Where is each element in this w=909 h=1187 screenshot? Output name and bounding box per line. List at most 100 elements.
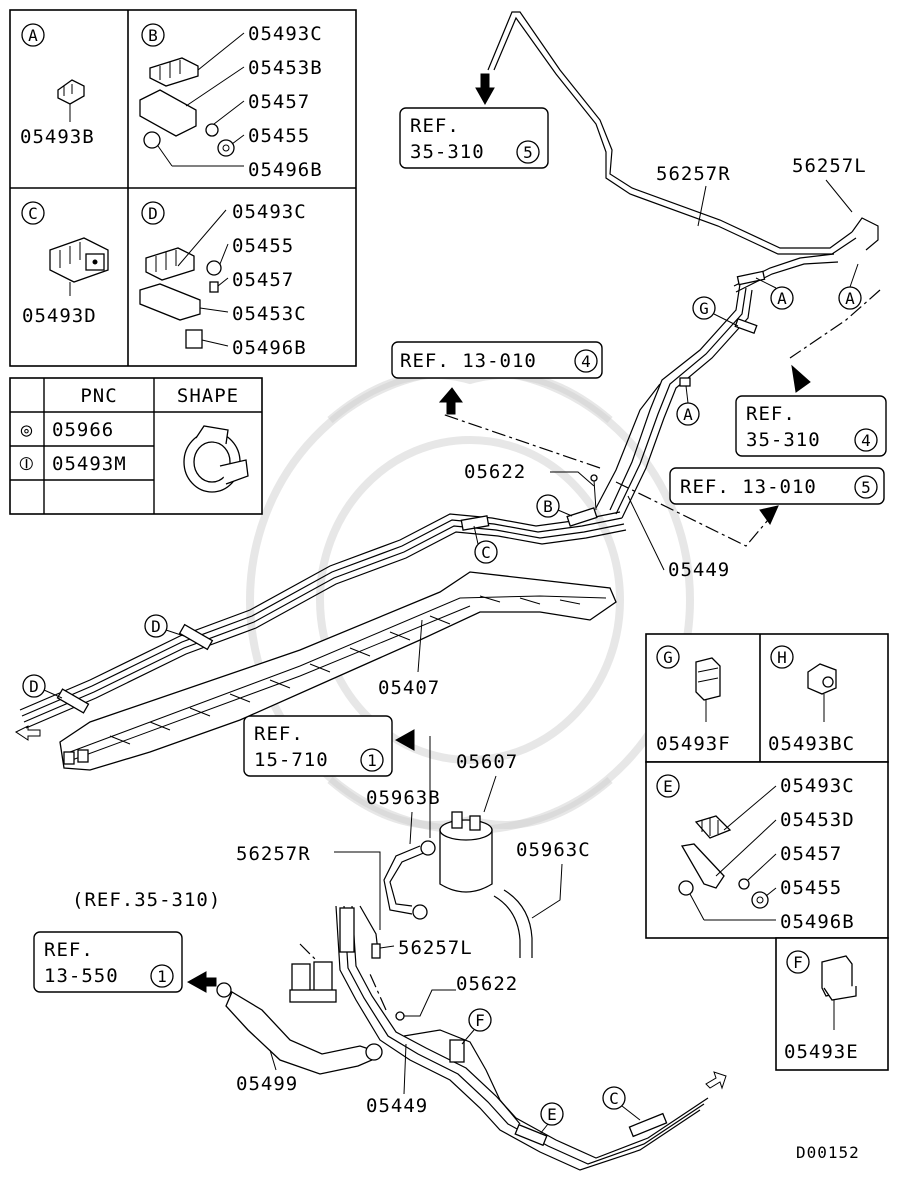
- panel-d-part-3: 05457: [232, 269, 294, 291]
- label-05607: 05607: [456, 751, 518, 773]
- marker-g: G: [699, 299, 709, 318]
- panel-g: G 05493F: [656, 645, 731, 755]
- part-labels: 56257R 56257L 05622 05449 05407 05607 05…: [236, 155, 867, 1117]
- panel-a: A 05493B: [20, 23, 95, 148]
- marker-a3: A: [683, 405, 693, 424]
- svg-text:REF.: REF.: [44, 939, 94, 961]
- panel-c-letter: C: [28, 204, 38, 223]
- svg-text:5: 5: [861, 478, 871, 497]
- svg-text:REF.: REF.: [746, 403, 796, 425]
- panel-d-part-2: 05455: [232, 235, 294, 257]
- label-05407: 05407: [378, 677, 440, 699]
- panel-b-part-2: 05453B: [248, 57, 323, 79]
- ref-13-010-5: REF. 13-010 5: [669, 467, 885, 505]
- label-05622-bottom: 05622: [456, 973, 518, 995]
- panel-d: D 05493C 05455 05457 05453C 05496B: [139, 201, 307, 359]
- ref-15-710-1: REF. 15-710 1: [243, 715, 393, 777]
- svg-text:REF. 13-010: REF. 13-010: [400, 350, 537, 372]
- marker-c-bottom: C: [609, 1089, 619, 1108]
- svg-text:5: 5: [523, 143, 533, 162]
- svg-text:1: 1: [367, 751, 377, 770]
- canister-05607: [383, 736, 533, 958]
- pnc-table: PNC SHAPE ◎ 05966 ⦶ 05493M: [9, 377, 263, 515]
- pnc-row-2-symbol: ⦶: [20, 453, 35, 475]
- panel-b: B 05493C 05453B 05457 05455 05496B: [139, 23, 323, 181]
- svg-text:13-550: 13-550: [44, 965, 119, 987]
- clip-markers: A A A G B C D D F E C: [22, 263, 862, 1135]
- panel-g-letter: G: [663, 648, 673, 667]
- panel-e-part-1: 05493C: [780, 775, 855, 797]
- marker-a2: A: [845, 289, 855, 308]
- upper-pipe-route: [19, 11, 879, 729]
- svg-text:REF. 13-010: REF. 13-010: [680, 476, 817, 498]
- panel-h-part-1: 05493BC: [768, 733, 855, 755]
- svg-text:REF.: REF.: [254, 723, 304, 745]
- panel-g-part-1: 05493F: [656, 733, 731, 755]
- label-05449-bottom: 05449: [366, 1095, 428, 1117]
- label-05963c: 05963C: [516, 839, 591, 861]
- panel-e-letter: E: [663, 777, 673, 796]
- pnc-row-1-symbol: ◎: [21, 419, 33, 441]
- panel-b-part-5: 05496B: [248, 159, 323, 181]
- panel-b-letter: B: [148, 26, 158, 45]
- panel-f: F 05493E: [784, 950, 859, 1063]
- label-05499: 05499: [236, 1073, 298, 1095]
- panel-e-part-5: 05496B: [780, 911, 855, 933]
- svg-text:4: 4: [861, 431, 871, 450]
- label-05449-top: 05449: [668, 559, 730, 581]
- svg-text:REF.: REF.: [410, 115, 460, 137]
- pnc-row-2-value: 05493M: [52, 453, 127, 475]
- panel-b-part-1: 05493C: [248, 23, 323, 45]
- pnc-header: PNC: [80, 385, 117, 407]
- panel-c: C 05493D: [21, 201, 109, 327]
- marker-f: F: [475, 1011, 485, 1030]
- panel-e-part-2: 05453D: [780, 809, 855, 831]
- panel-h: H 05493BC: [768, 645, 855, 755]
- diagram-code: D00152: [796, 1143, 860, 1162]
- svg-text:15-710: 15-710: [254, 749, 329, 771]
- panel-e: E 05493C 05453D 05457 05455 05496B: [656, 774, 855, 933]
- panel-d-part-4: 05453C: [232, 303, 307, 325]
- panel-b-part-4: 05455: [248, 125, 310, 147]
- dashed-leaders: [369, 289, 881, 1011]
- marker-a1: A: [777, 289, 787, 308]
- svg-text:4: 4: [581, 352, 591, 371]
- svg-text:35-310: 35-310: [410, 141, 485, 163]
- panel-h-letter: H: [777, 648, 787, 667]
- label-56257r-bottom: 56257R: [236, 843, 311, 865]
- ref-13-010-4: REF. 13-010 4: [391, 341, 603, 379]
- panel-d-part-1: 05493C: [232, 201, 307, 223]
- clip-05493b-drawing: [57, 79, 85, 105]
- marker-c-top: C: [481, 543, 491, 562]
- label-56257r-top: 56257R: [656, 163, 731, 185]
- hose-clamp-shape-drawing: [183, 425, 249, 493]
- panel-f-part-1: 05493E: [784, 1041, 859, 1063]
- label-56257l-bottom: 56257L: [398, 937, 473, 959]
- svg-text:1: 1: [157, 967, 167, 986]
- ref-13-550-1: REF. 13-550 1: [33, 931, 183, 993]
- panel-e-part-3: 05457: [780, 843, 842, 865]
- panel-a-letter: A: [28, 26, 38, 45]
- ref-35-310-5: REF. 35-310 5: [399, 107, 549, 169]
- panel-a-part-1: 05493B: [20, 126, 95, 148]
- panel-c-part-1: 05493D: [22, 305, 97, 327]
- label-05622-top: 05622: [464, 461, 526, 483]
- marker-d2: D: [29, 677, 39, 696]
- tank-protector-05407: [59, 571, 617, 771]
- marker-e: E: [547, 1105, 557, 1124]
- ref-35-310-paren: (REF.35-310): [72, 889, 221, 911]
- detail-panels-ghef: [645, 633, 889, 1071]
- marker-b: B: [543, 497, 553, 516]
- shape-header: SHAPE: [177, 385, 239, 407]
- panel-b-part-3: 05457: [248, 91, 310, 113]
- ref-35-310-4: REF. 35-310 4: [735, 395, 887, 457]
- ref-arrows: [15, 73, 811, 1090]
- panel-d-part-5: 05496B: [232, 337, 307, 359]
- panel-f-letter: F: [793, 953, 803, 972]
- svg-text:35-310: 35-310: [746, 429, 821, 451]
- label-05963b: 05963B: [366, 787, 441, 809]
- marker-d1: D: [151, 617, 161, 636]
- panel-d-letter: D: [148, 204, 158, 223]
- label-56257l-top: 56257L: [792, 155, 867, 177]
